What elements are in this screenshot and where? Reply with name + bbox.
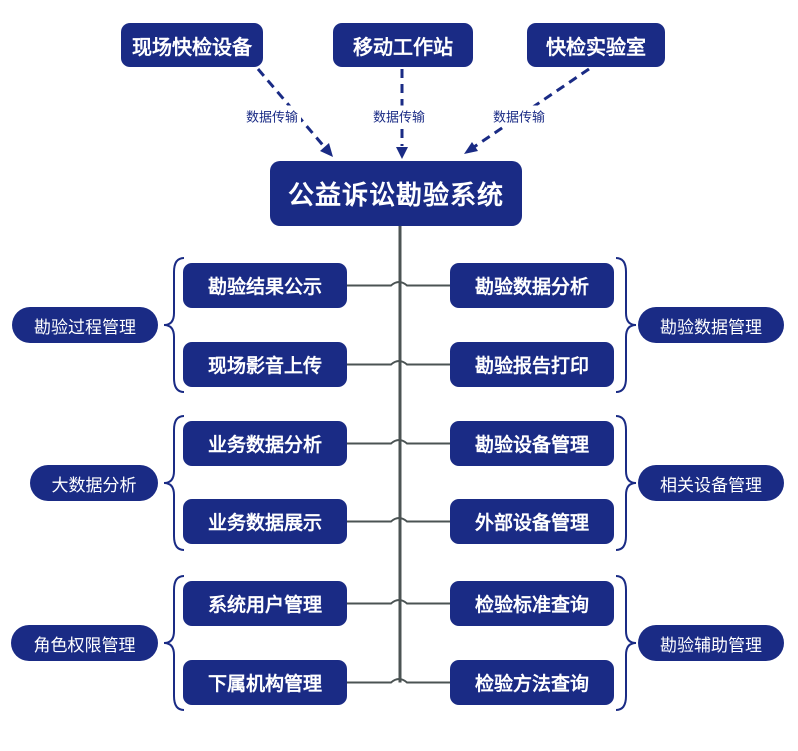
category-pill: 勘验数据管理 xyxy=(638,307,784,343)
connector-line xyxy=(347,281,450,287)
feature-node: 检验标准查询 xyxy=(450,581,614,626)
source-node-rapid-lab: 快检实验室 xyxy=(527,23,665,67)
connector-line xyxy=(347,599,450,605)
feature-node: 系统用户管理 xyxy=(183,581,347,626)
feature-node: 业务数据分析 xyxy=(183,421,347,466)
feature-node: 现场影音上传 xyxy=(183,342,347,387)
feature-node: 下属机构管理 xyxy=(183,660,347,705)
connector-lines xyxy=(347,281,450,684)
curly-braces xyxy=(163,257,637,711)
curly-brace-left xyxy=(163,257,185,393)
curly-brace-left xyxy=(163,415,185,551)
feature-node: 勘验数据分析 xyxy=(450,263,614,308)
feature-node: 勘验报告打印 xyxy=(450,342,614,387)
category-pill: 角色权限管理 xyxy=(11,625,158,661)
category-pill: 相关设备管理 xyxy=(638,465,784,501)
source-node-mobile-workstation: 移动工作站 xyxy=(333,23,473,67)
edge-label-data-transfer: 数据传输 xyxy=(489,105,549,127)
data-transfer-arrow-right xyxy=(473,67,590,149)
connector-line xyxy=(347,360,450,366)
edge-label-data-transfer: 数据传输 xyxy=(242,105,302,127)
category-pill: 大数据分析 xyxy=(30,465,158,501)
curly-brace-right xyxy=(615,415,637,551)
arrowhead-icon xyxy=(320,143,333,157)
feature-node: 业务数据展示 xyxy=(183,499,347,544)
connector-line xyxy=(347,439,450,445)
central-system-node: 公益诉讼勘验系统 xyxy=(270,161,522,226)
curly-brace-right xyxy=(615,575,637,711)
category-pill: 勘验过程管理 xyxy=(12,307,158,343)
feature-node: 勘验结果公示 xyxy=(183,263,347,308)
arrowhead-icon xyxy=(464,142,478,154)
arrowhead-icon xyxy=(396,147,408,159)
category-pill: 勘验辅助管理 xyxy=(638,625,784,661)
feature-node: 外部设备管理 xyxy=(450,499,614,544)
feature-node: 勘验设备管理 xyxy=(450,421,614,466)
connector-line xyxy=(347,517,450,523)
curly-brace-right xyxy=(615,257,637,393)
source-node-field-device: 现场快检设备 xyxy=(121,23,263,67)
feature-node: 检验方法查询 xyxy=(450,660,614,705)
curly-brace-left xyxy=(163,575,185,711)
connector-line xyxy=(347,678,450,684)
edge-label-data-transfer: 数据传输 xyxy=(369,105,429,127)
